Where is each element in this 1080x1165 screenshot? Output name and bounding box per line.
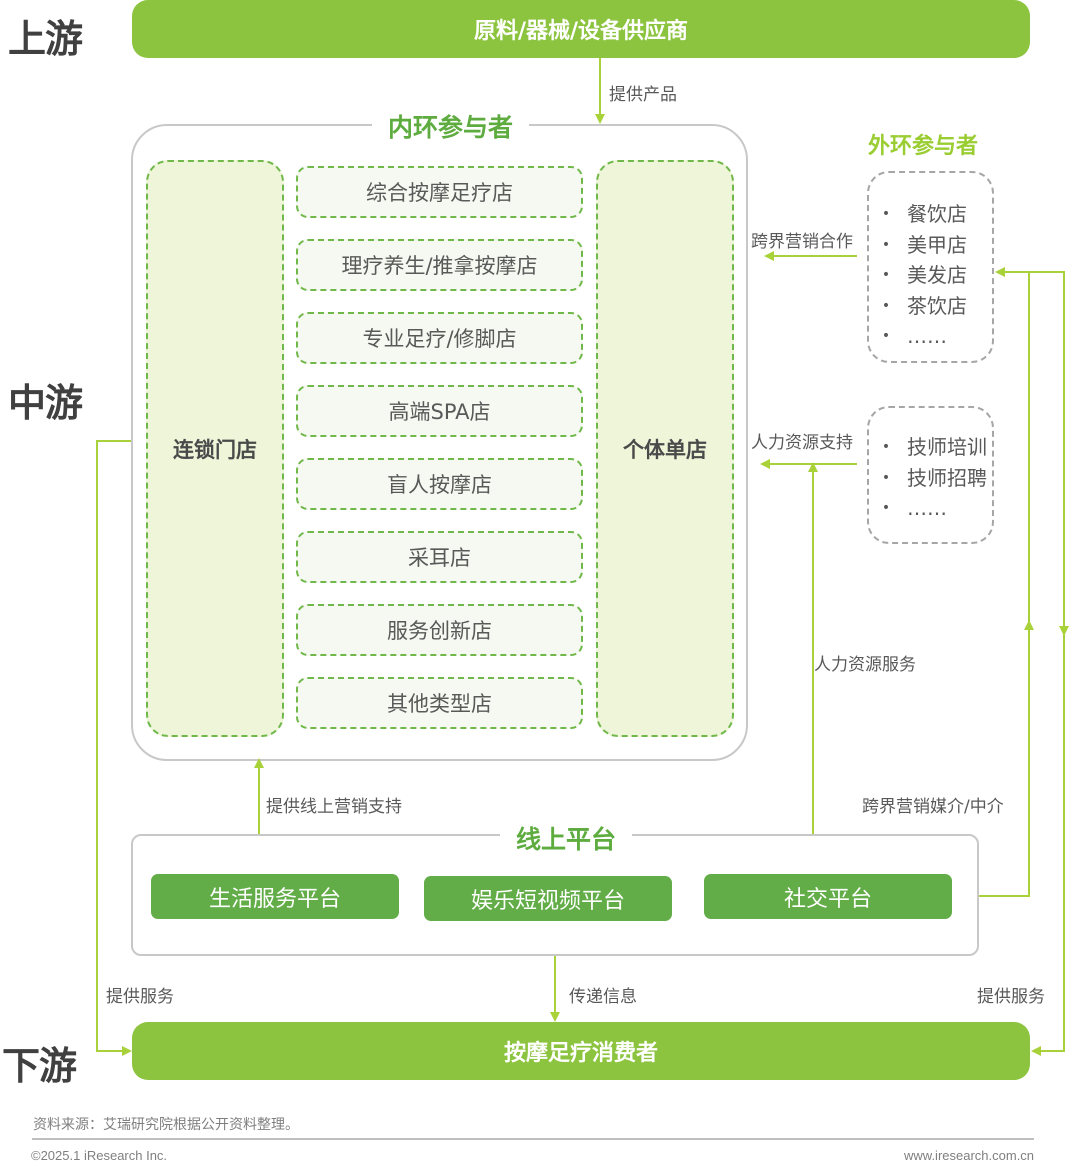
- footer-divider: [32, 1138, 1034, 1140]
- list-item-label: ……: [907, 496, 947, 520]
- hr-service-box: • 技师培训 • 技师招聘 • ……: [867, 406, 994, 544]
- store-type-box: 服务创新店: [296, 604, 583, 656]
- label-cross-marketing-coop: 跨界营销合作: [751, 232, 853, 252]
- arrow-provide-service-right: [1029, 271, 1065, 1056]
- platform-life-service: 生活服务平台: [151, 874, 399, 919]
- cross-industry-partner-box: • 餐饮店 • 美甲店 • 美发店 • 茶饮店 • ……: [867, 171, 994, 363]
- inner-ring-title: 内环参与者: [372, 108, 530, 144]
- list-item-label: 技师招聘: [907, 465, 987, 490]
- outer-ring-title: 外环参与者: [868, 134, 979, 159]
- footer-copyright: ©2025.1 iResearch Inc.: [31, 1148, 168, 1163]
- list-item-label: 技师培训: [907, 435, 987, 459]
- list-item: • 技师招聘: [877, 463, 992, 494]
- bullet-icon: •: [881, 328, 891, 344]
- bullet-icon: •: [881, 206, 891, 222]
- bullet-icon: •: [881, 267, 891, 283]
- arrow-provide-service-left: [96, 440, 132, 1056]
- list-item: • 美甲店: [877, 230, 992, 261]
- platform-short-video: 娱乐短视频平台: [424, 876, 672, 921]
- label-cross-marketing-intermediary: 跨界营销媒介/中介: [862, 797, 1004, 817]
- list-item: • 餐饮店: [877, 199, 992, 230]
- arrow-cross-marketing-intermediary: [979, 267, 1030, 897]
- store-type-box: 盲人按摩店: [296, 458, 583, 510]
- store-type-box: 综合按摩足疗店: [296, 166, 583, 218]
- upstream-supplier-bar: 原料/器械/设备供应商: [132, 0, 1030, 58]
- bullet-icon: •: [881, 297, 891, 314]
- downstream-consumer-bar: 按摩足疗消费者: [132, 1022, 1030, 1080]
- stage-label-midstream: 中游: [8, 381, 83, 425]
- list-item-label: 茶饮店: [907, 293, 967, 318]
- chain-store-column: 连锁门店: [146, 160, 284, 737]
- bullet-icon: •: [881, 469, 891, 486]
- list-item: • 美发店: [877, 260, 992, 291]
- list-item-label: ……: [907, 324, 947, 348]
- label-pass-information: 传递信息: [569, 987, 637, 1007]
- store-type-box: 采耳店: [296, 531, 583, 583]
- list-item-label: 美发店: [907, 263, 967, 287]
- label-hr-service: 人力资源服务: [814, 655, 916, 675]
- footer-source: 资料来源：艾瑞研究院根据公开资料整理。: [33, 1117, 299, 1133]
- store-type-box: 专业足疗/修脚店: [296, 312, 583, 364]
- list-item: • 茶饮店: [877, 291, 992, 322]
- stage-label-upstream: 上游: [8, 17, 83, 61]
- stage-label-downstream: 下游: [2, 1044, 77, 1088]
- footer-website: www.iresearch.com.cn: [904, 1148, 1035, 1163]
- bullet-icon: •: [881, 236, 891, 253]
- label-provide-products: 提供产品: [609, 85, 677, 105]
- store-type-box: 理疗养生/推拿按摩店: [296, 239, 583, 291]
- label-provide-service-right: 提供服务: [977, 987, 1045, 1007]
- platform-social: 社交平台: [704, 874, 952, 919]
- store-type-box: 高端SPA店: [296, 385, 583, 437]
- store-type-box: 其他类型店: [296, 677, 583, 729]
- list-item: • ……: [877, 493, 992, 524]
- label-hr-support: 人力资源支持: [751, 433, 853, 453]
- list-item: • ……: [877, 321, 992, 352]
- list-item-label: 美甲店: [907, 232, 967, 257]
- list-item-label: 餐饮店: [907, 202, 967, 226]
- label-provide-service-left: 提供服务: [106, 987, 174, 1007]
- list-item: • 技师培训: [877, 432, 992, 463]
- label-online-marketing-support: 提供线上营销支持: [266, 797, 402, 817]
- online-platform-title: 线上平台: [500, 820, 633, 856]
- bullet-icon: •: [881, 439, 891, 455]
- independent-store-column: 个体单店: [596, 160, 734, 737]
- bullet-icon: •: [881, 500, 891, 516]
